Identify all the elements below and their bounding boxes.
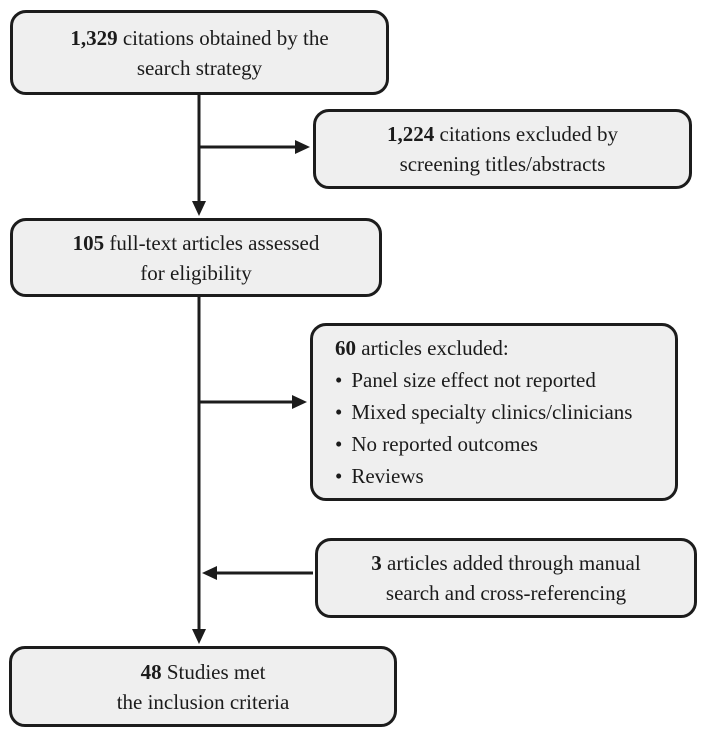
arrowhead-left-manual-search [202, 566, 217, 580]
fulltext-assessed-count: 105 [72, 230, 105, 255]
fulltext-assessed-text: full-text articles assessed [104, 230, 320, 255]
box-fulltext-assessed-line2: for eligibility [140, 260, 252, 285]
box-studies-included-line1: 48 Studies met [141, 657, 266, 687]
arrowhead-down-assessed [192, 201, 206, 216]
box-studies-included-line2: the inclusion criteria [116, 689, 290, 714]
box-articles-excluded-heading: 60 articles excluded: [335, 332, 665, 364]
excluded-reason-item: Panel size effect not reported [335, 364, 665, 396]
articles-excluded-count: 60 [335, 336, 356, 360]
excluded-reason-item: No reported outcomes [335, 428, 665, 460]
box-citations-obtained-line1: 1,329 citations obtained by the [70, 23, 328, 53]
box-articles-added-line2: search and cross-referencing [385, 581, 627, 605]
studies-included-count: 48 [140, 659, 162, 684]
citations-obtained-count: 1,329 [70, 25, 118, 50]
articles-added-text: articles added through manual [381, 551, 641, 575]
articles-added-count: 3 [371, 551, 382, 575]
arrowhead-down-included [192, 629, 206, 644]
articles-excluded-text: articles excluded: [356, 336, 509, 360]
excluded-reason-item: Reviews [335, 460, 665, 492]
box-articles-added-line1: 3 articles added through manual [371, 548, 640, 578]
box-citations-excluded: 1,224 citations excluded by screening ti… [313, 109, 692, 189]
citations-obtained-text: citations obtained by the [117, 25, 329, 50]
articles-excluded-reasons: Panel size effect not reported Mixed spe… [335, 364, 665, 492]
box-citations-excluded-line2: screening titles/abstracts [399, 152, 606, 176]
citations-excluded-count: 1,224 [387, 122, 435, 146]
box-citations-excluded-line1: 1,224 citations excluded by [387, 119, 618, 149]
excluded-reason-item: Mixed specialty clinics/clinicians [335, 396, 665, 428]
citations-excluded-text: citations excluded by [434, 122, 618, 146]
studies-included-text: Studies met [161, 659, 266, 684]
arrowhead-right-titles-excluded [295, 140, 310, 154]
box-fulltext-assessed: 105 full-text articles assessed for elig… [10, 218, 382, 297]
arrowhead-right-articles-excluded [292, 395, 307, 409]
box-citations-obtained: 1,329 citations obtained by the search s… [10, 10, 389, 95]
box-citations-obtained-line2: search strategy [136, 55, 263, 80]
box-fulltext-assessed-line1: 105 full-text articles assessed [73, 228, 320, 258]
box-articles-excluded: 60 articles excluded: Panel size effect … [310, 323, 678, 501]
box-articles-added: 3 articles added through manual search a… [315, 538, 697, 618]
box-studies-included: 48 Studies met the inclusion criteria [9, 646, 397, 727]
